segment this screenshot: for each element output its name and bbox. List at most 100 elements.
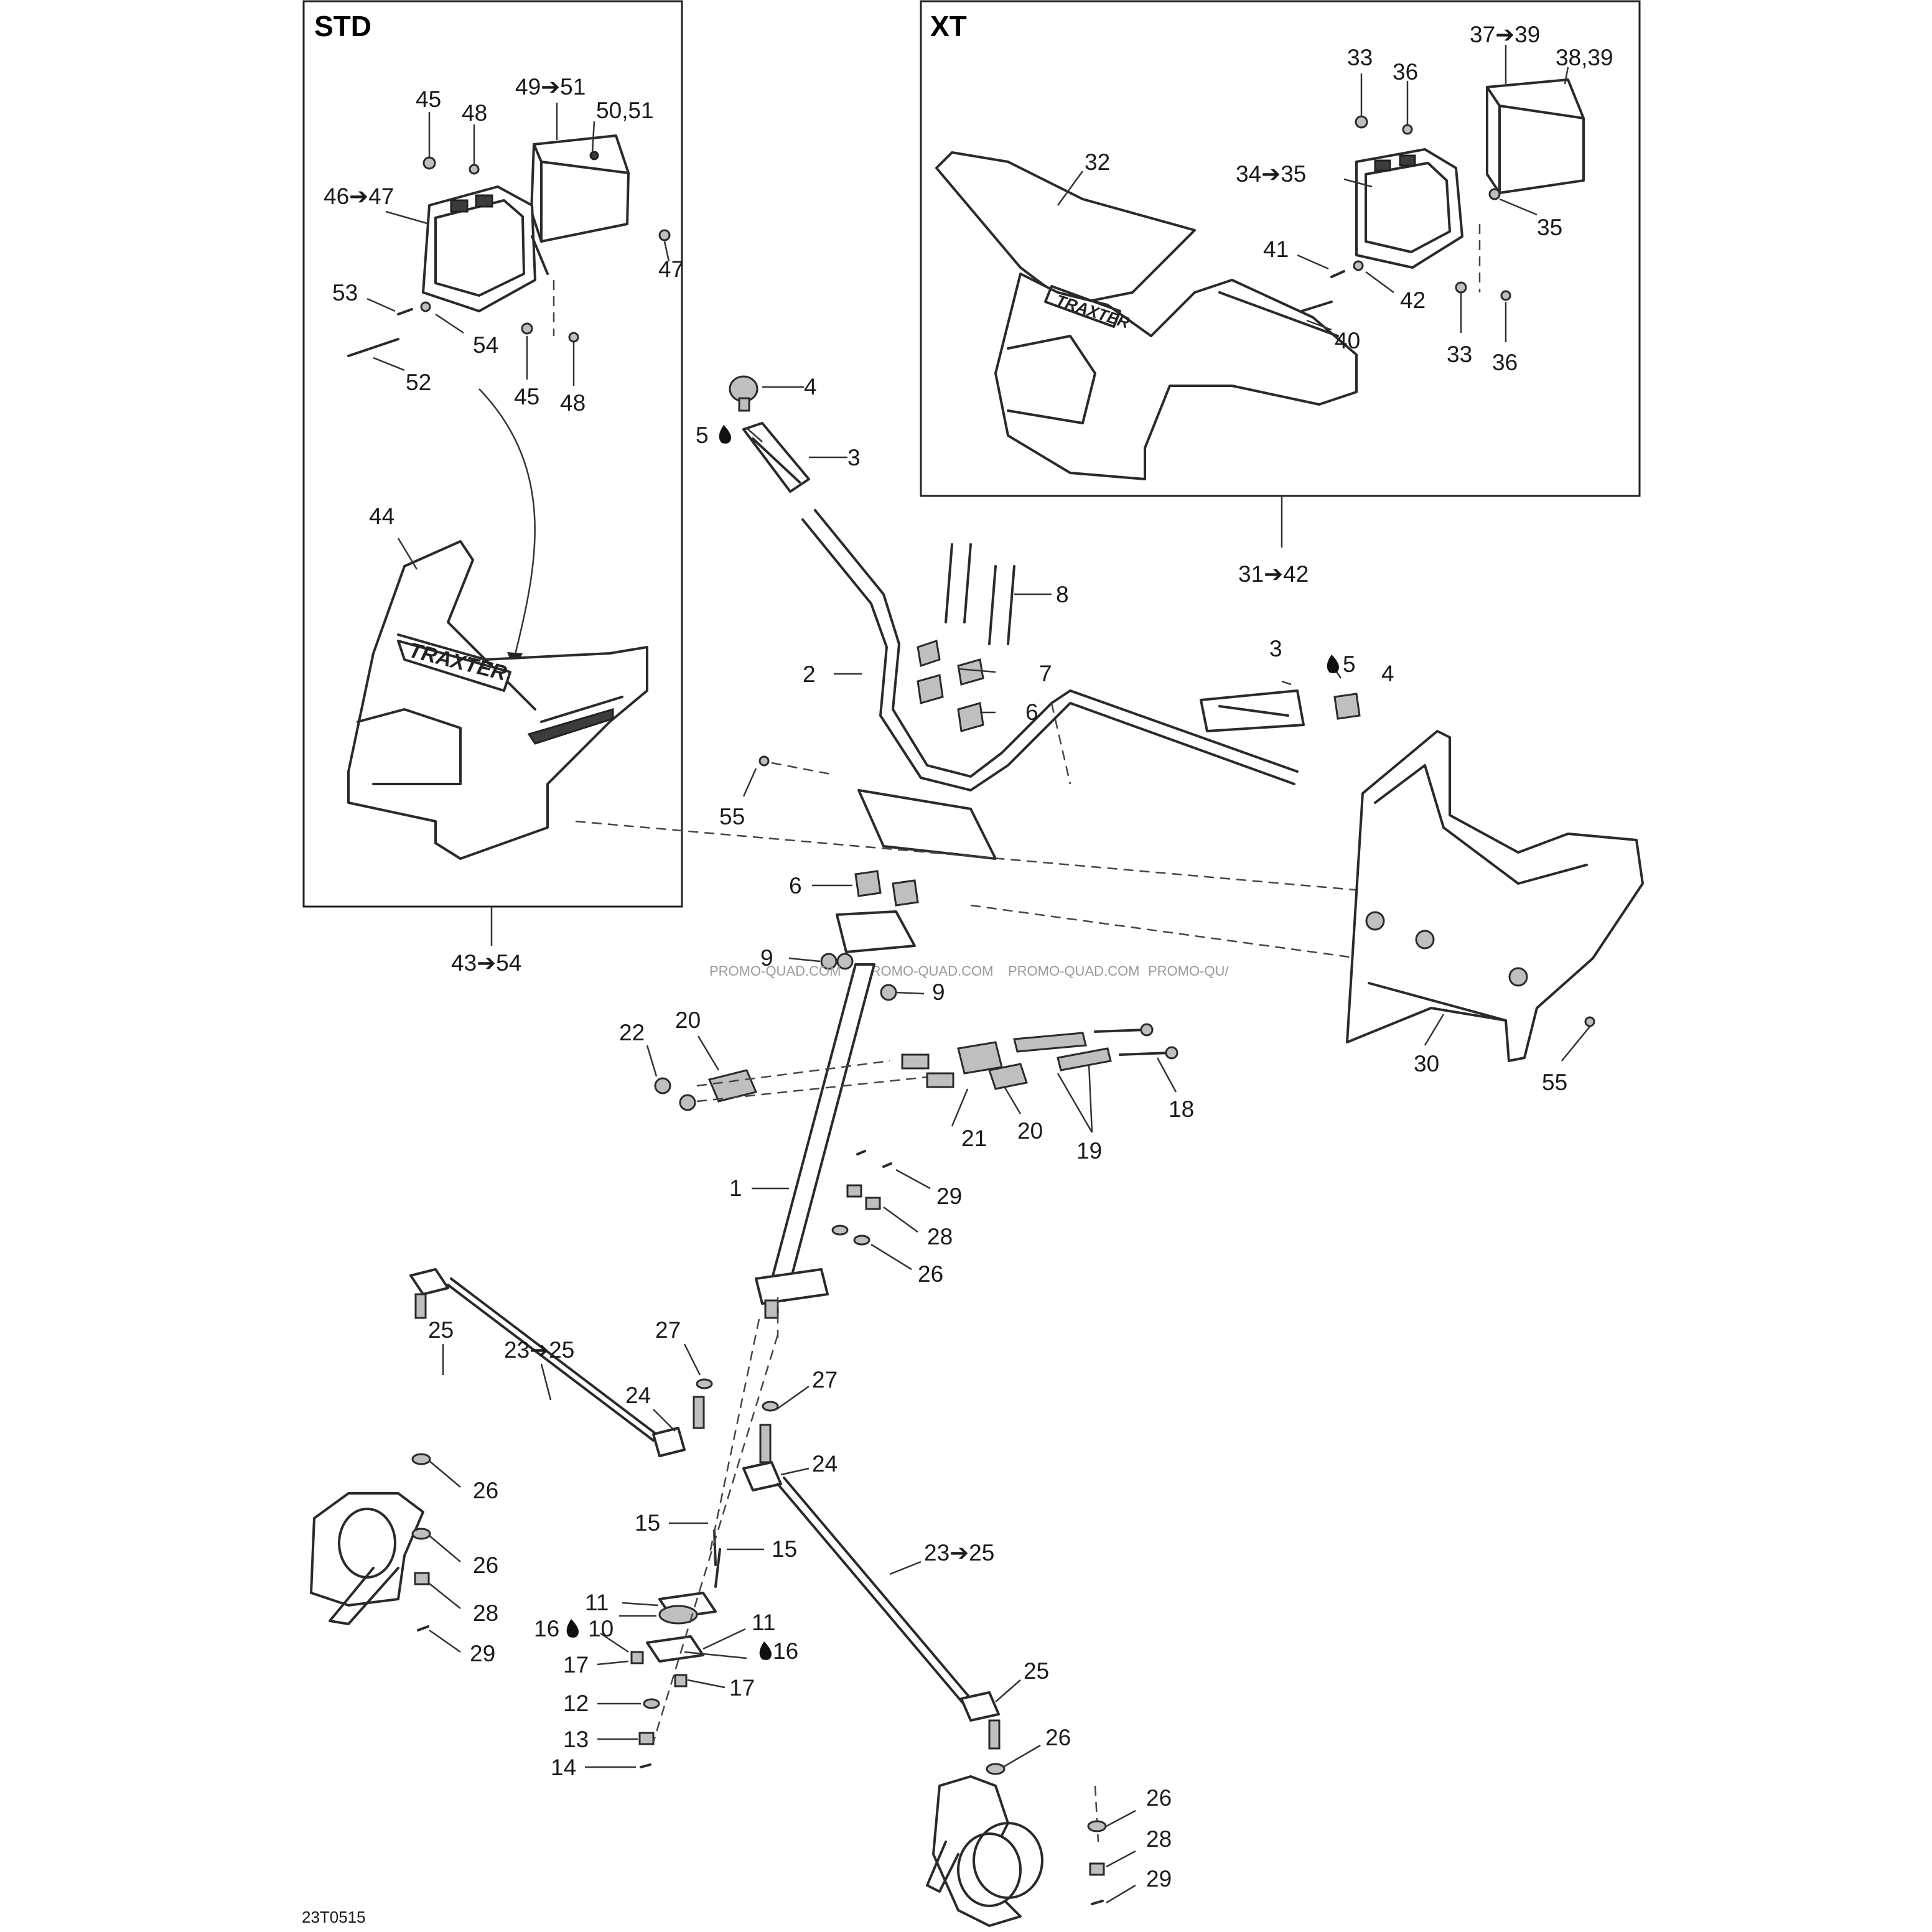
callout-20-right: 20 <box>1017 1118 1043 1144</box>
callout-25-left: 25 <box>428 1317 454 1343</box>
bolt-8a <box>945 543 953 623</box>
callout-28: 28 <box>927 1224 953 1249</box>
callout-28-right: 28 <box>1146 1826 1172 1852</box>
tie-rod-end-24-right <box>742 1461 782 1491</box>
handlebar-clamp <box>857 789 997 860</box>
nut-9a <box>820 953 838 970</box>
callout-3-right: 3 <box>1269 636 1282 661</box>
callout-9a: 9 <box>760 945 773 971</box>
callout-7: 7 <box>1039 661 1052 686</box>
callout-17a: 17 <box>563 1652 589 1678</box>
callout-26-left-a: 26 <box>473 1478 498 1503</box>
callout-15b: 15 <box>772 1536 797 1562</box>
bar-end-4-right <box>1333 693 1361 720</box>
std-front-cover: TRAXTER <box>347 540 648 860</box>
nut-28a <box>846 1184 862 1198</box>
callout-42: 42 <box>1400 287 1426 313</box>
callout-52: 52 <box>406 370 431 395</box>
bolt-15b <box>714 1548 721 1588</box>
callout-22: 22 <box>619 1020 645 1045</box>
xt-headlight-bracket <box>1355 148 1463 269</box>
callout-16-right: 16 <box>773 1638 798 1664</box>
callout-4-left: 4 <box>804 374 817 399</box>
screw-55-left <box>758 755 770 767</box>
callout-3-left: 3 <box>847 445 861 470</box>
tie-rod-end-25-left <box>409 1268 449 1295</box>
xt-front-cover: TRAXTER <box>935 151 1358 480</box>
std-panel-title: STD <box>314 10 371 42</box>
side-panel-30 <box>1346 730 1644 1062</box>
callout-30: 30 <box>1414 1051 1439 1076</box>
steering-column-1 <box>765 963 875 1302</box>
std-nut-47 <box>658 229 671 241</box>
xt-nut-35 <box>1488 188 1501 200</box>
steering-link <box>654 1023 1178 1111</box>
callout-26-right-b: 26 <box>1146 1785 1172 1811</box>
handlebar-assembly: 4 5 3 2 8 7 6 55 3 5 4 6 9 9 30 55 <box>575 374 1644 1095</box>
callout-48b: 48 <box>560 390 586 416</box>
callout-49-51: 49➔51 <box>515 74 586 100</box>
callout-45b: 45 <box>514 384 539 409</box>
bolt-18a <box>1094 1029 1146 1033</box>
callout-28-left: 28 <box>473 1600 498 1626</box>
svg-text:PROMO-QUAD.COM: PROMO-QUAD.COM <box>1008 963 1139 979</box>
steering-knuckle-right <box>926 1775 1043 1927</box>
bearing-10 <box>658 1605 698 1625</box>
std-headlight <box>530 134 630 243</box>
washer-27a <box>696 1378 713 1389</box>
callout-29: 29 <box>936 1183 962 1209</box>
callout-26: 26 <box>918 1261 943 1287</box>
callout-45a: 45 <box>416 86 441 112</box>
callout-11b: 11 <box>752 1610 775 1635</box>
callout-5-right: 5 <box>1343 651 1356 677</box>
washer-27b <box>762 1401 779 1412</box>
clamp-plate <box>836 910 916 953</box>
link-20-left <box>707 1069 758 1103</box>
callout-29-right: 29 <box>1146 1866 1172 1892</box>
callout-27b: 27 <box>812 1367 838 1393</box>
callout-27a: 27 <box>655 1317 681 1343</box>
std-panel: STD <box>302 0 684 976</box>
callout-6-lower: 6 <box>789 873 802 898</box>
pin-29a <box>856 1150 866 1155</box>
callout-37-39: 37➔39 <box>1470 22 1540 47</box>
clamp-6-lower <box>854 870 882 897</box>
washer-26a <box>831 1225 849 1236</box>
callout-53: 53 <box>332 280 358 306</box>
pin-29c <box>1091 1900 1104 1905</box>
callout-40: 40 <box>1335 328 1360 353</box>
callout-10: 10 <box>588 1616 614 1641</box>
callout-34-35: 34➔35 <box>1236 161 1306 187</box>
callout-36a: 36 <box>1393 59 1418 85</box>
std-headlight-bracket <box>422 185 549 312</box>
callout-1: 1 <box>729 1175 742 1201</box>
callout-44: 44 <box>369 503 394 529</box>
callout-4-right: 4 <box>1381 661 1394 686</box>
callout-2: 2 <box>803 661 816 687</box>
diagram-code: 23T0515 <box>302 1908 366 1926</box>
nut-22 <box>654 1077 671 1094</box>
callout-33a: 33 <box>1347 45 1373 70</box>
lower-steering: 25 23➔25 27 24 26 26 28 29 27 24 15 15 1… <box>310 1268 1172 1927</box>
callout-26-right-a: 26 <box>1045 1725 1071 1750</box>
nut-17b <box>674 1674 688 1687</box>
std-screw-48b <box>568 332 579 343</box>
std-washer-54 <box>420 301 431 312</box>
nut-9b <box>880 984 897 1001</box>
callout-19: 19 <box>1076 1138 1102 1164</box>
steering-knuckle-left <box>310 1492 424 1625</box>
tie-rod-23-right <box>777 1483 966 1706</box>
washer-26b <box>853 1234 870 1246</box>
spacer-21b <box>926 1072 954 1088</box>
xt-panel: XT TRAXTER <box>920 0 1641 587</box>
callout-48a: 48 <box>462 100 487 126</box>
svg-text:PROMO-QUAD.COM: PROMO-QUAD.COM <box>862 963 993 979</box>
std-nut-45b <box>521 322 533 335</box>
callout-15a: 15 <box>635 1510 660 1536</box>
xt-panel-title: XT <box>930 10 967 42</box>
screw-55-right <box>1584 1016 1595 1027</box>
callout-16-left: 16 <box>534 1616 559 1641</box>
callout-38-39: 38,39 <box>1556 45 1613 70</box>
nut-17a <box>630 1651 644 1664</box>
